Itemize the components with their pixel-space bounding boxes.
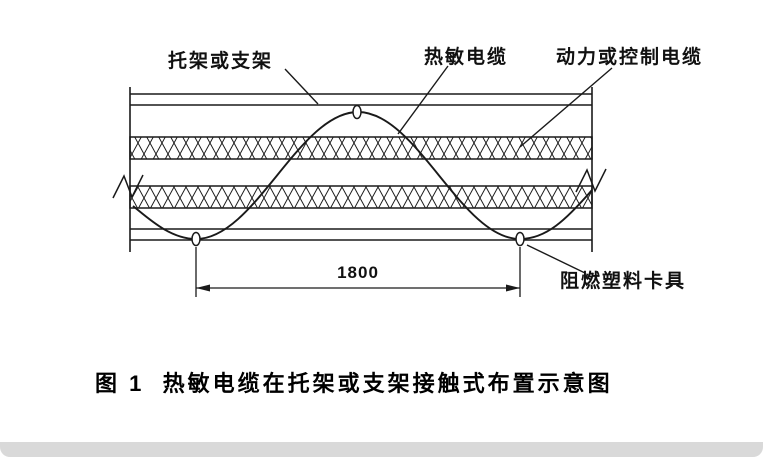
- sensor-cable-wave: [132, 111, 593, 240]
- label-heat-sensing-cable: 热敏电缆: [424, 47, 509, 68]
- tray-side-rails: [129, 87, 593, 252]
- clamp-ellipses: [191, 104, 525, 247]
- clamp-ellipse-peak: [352, 104, 362, 120]
- dimension-1800: [195, 247, 521, 297]
- power-cable-band-bottom: [129, 185, 593, 209]
- leader-bracket: [284, 68, 319, 105]
- clamp-ellipse-trough-right: [515, 231, 525, 247]
- leader-power-cable: [519, 67, 613, 148]
- label-bracket-or-support: 托架或支架: [168, 51, 274, 72]
- figure-caption: 图 1 热敏电缆在托架或支架接触式布置示意图: [95, 371, 613, 396]
- clamp-ellipse-trough-left: [191, 231, 201, 247]
- leader-lines: [284, 65, 613, 274]
- window-bottom-bar: [0, 442, 763, 457]
- break-mark-right: [575, 168, 607, 193]
- label-flame-retardant-clamp: 阻燃塑料卡具: [560, 271, 687, 292]
- break-mark-left: [112, 174, 144, 199]
- dimension-arrow-left: [196, 284, 210, 292]
- leader-clamp: [526, 244, 586, 274]
- dimension-value: 1800: [337, 263, 379, 282]
- dimension-arrow-right: [506, 284, 520, 292]
- power-cable-band-top: [129, 136, 593, 160]
- leader-sensor-cable: [397, 65, 449, 135]
- tray-horizontal-rails: [130, 93, 592, 241]
- label-power-or-control-cable: 动力或控制电缆: [556, 47, 704, 68]
